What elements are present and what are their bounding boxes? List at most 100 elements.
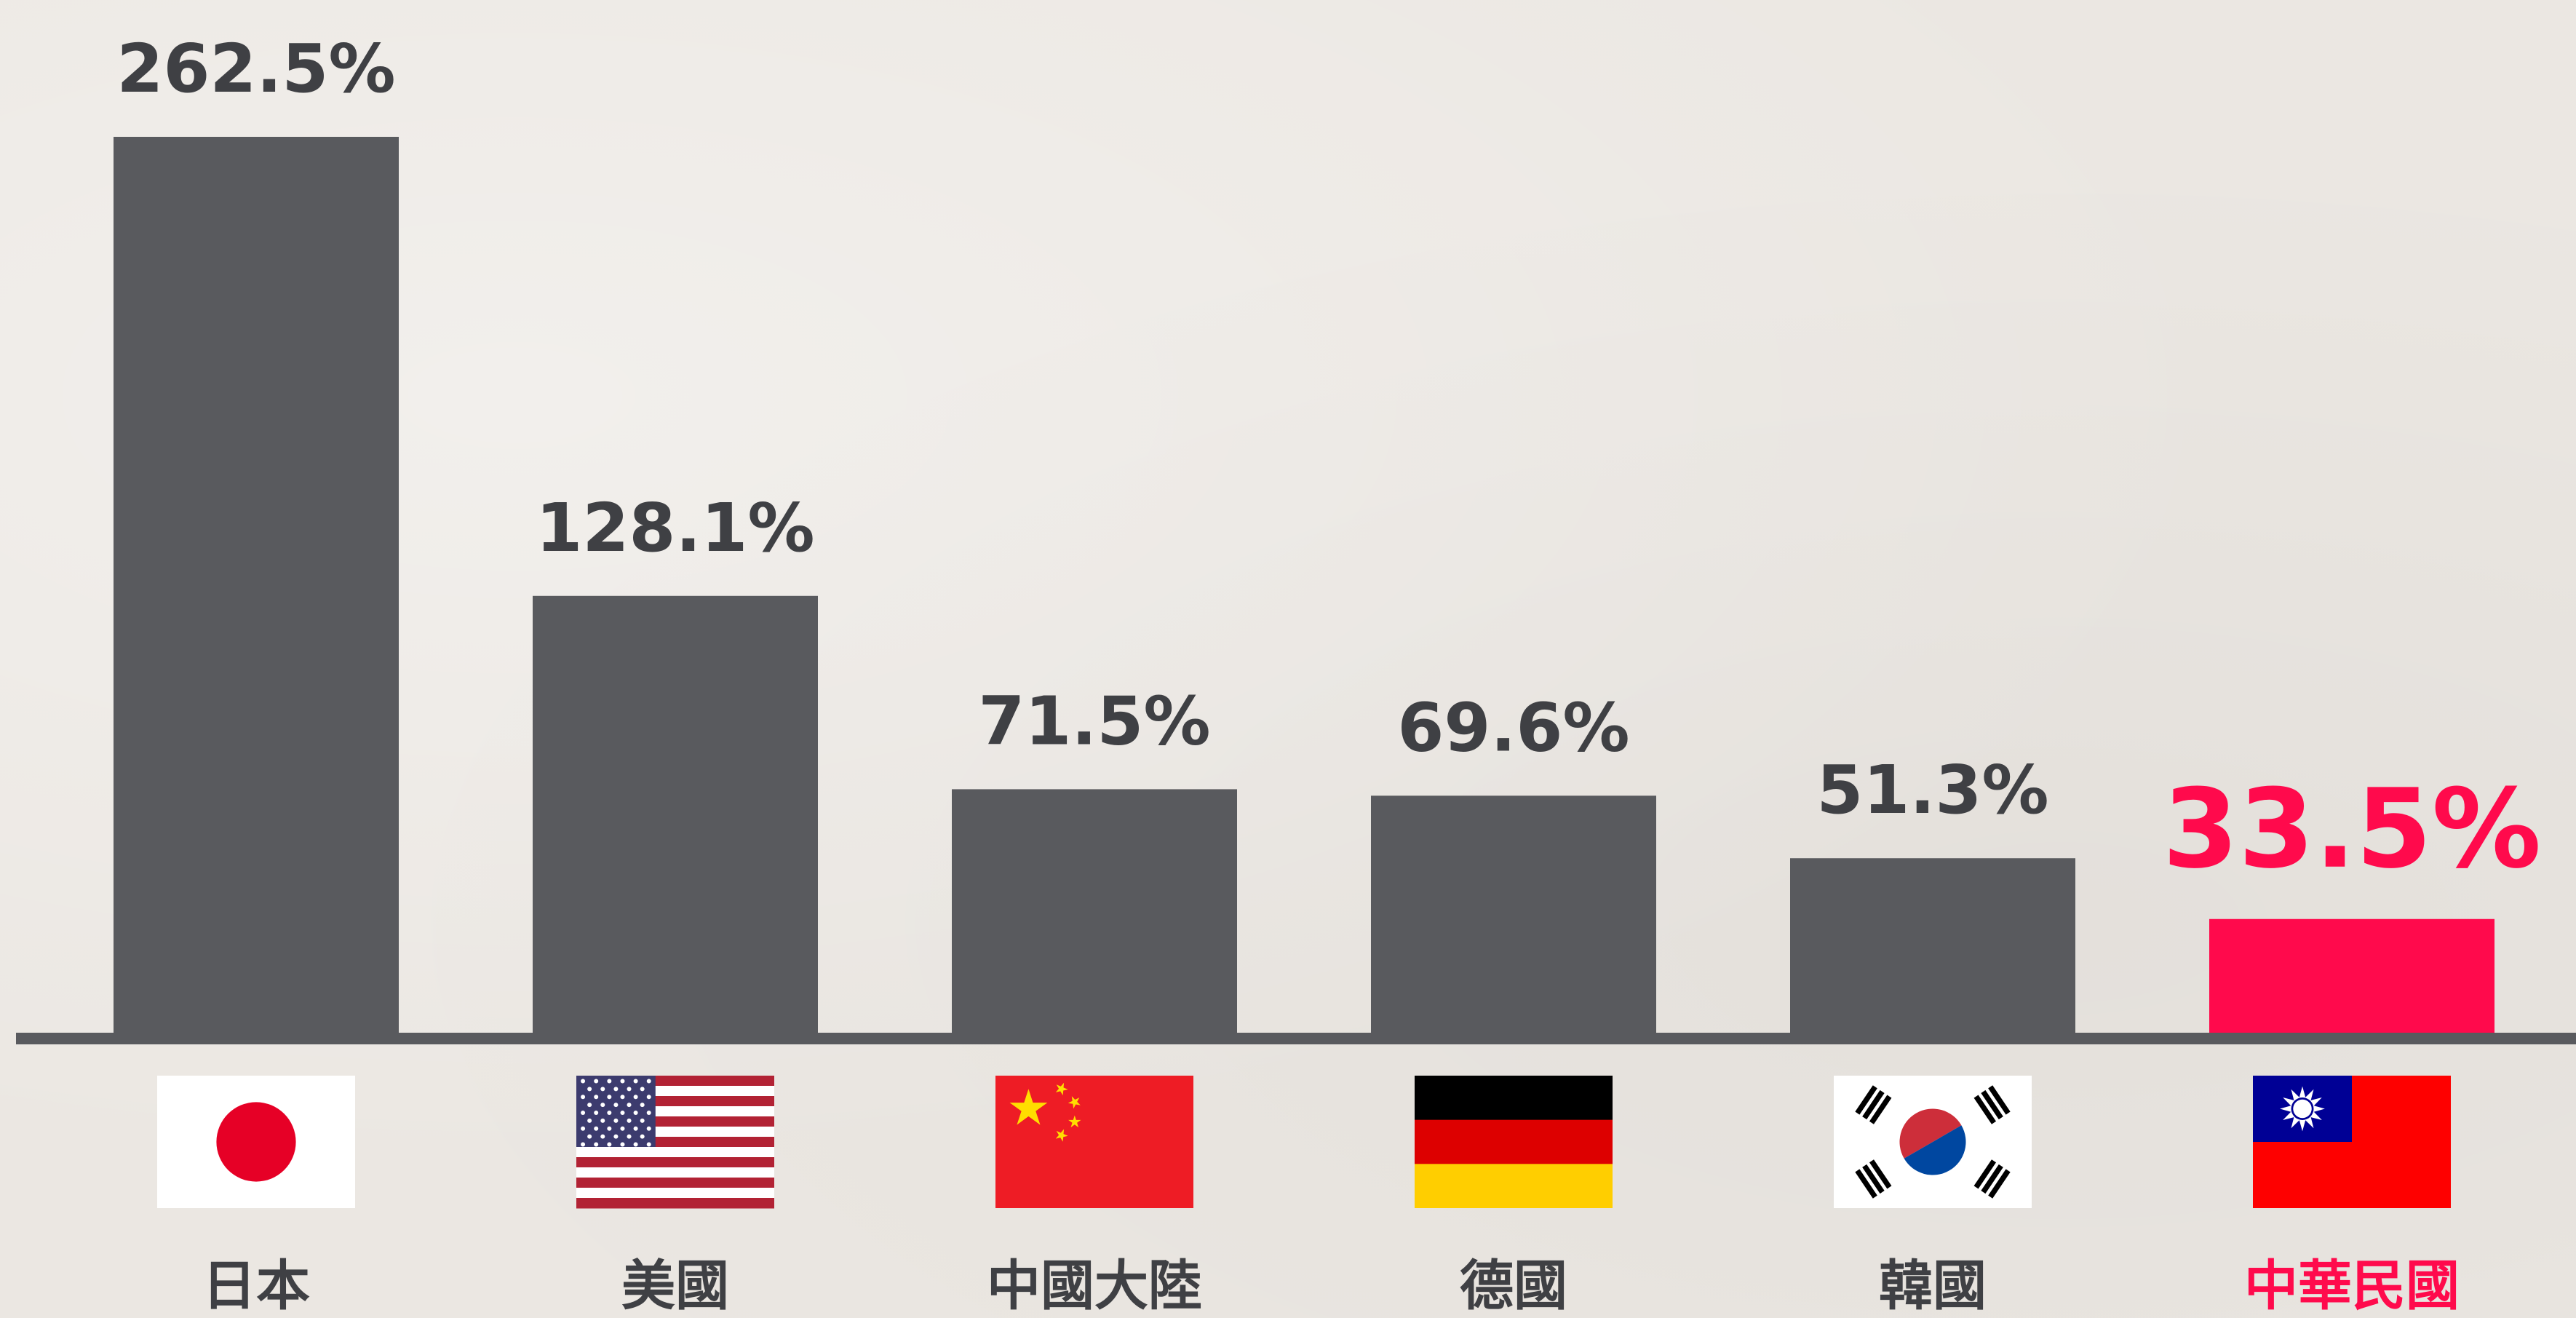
value-label-5: 33.5% [2163, 766, 2541, 893]
flag-star [594, 1095, 599, 1100]
flag-star [613, 1134, 619, 1139]
flag-star [613, 1118, 619, 1123]
flag-star [607, 1095, 612, 1100]
category-label-3: 德國 [1460, 1255, 1567, 1317]
flag-star [620, 1111, 625, 1115]
value-label-2: 71.5% [978, 682, 1210, 760]
flag-star [646, 1095, 651, 1100]
value-label-3: 69.6% [1397, 688, 1629, 766]
flag-trigram-bar [1862, 1089, 1885, 1120]
flag-stripe [576, 1188, 774, 1199]
flag-star [607, 1111, 612, 1115]
flag-band [1415, 1119, 1613, 1165]
flag-star [594, 1142, 599, 1147]
flag-trigram-bar [1869, 1159, 1892, 1189]
germany-flag [1415, 1076, 1613, 1208]
flag-star [1068, 1115, 1081, 1128]
flag-sun-disc [2293, 1099, 2312, 1119]
flag-star [607, 1126, 612, 1131]
flag-band [1415, 1164, 1613, 1208]
flag-star [1068, 1096, 1081, 1109]
roc-flag [2253, 1076, 2451, 1208]
flag-trigram [1855, 1085, 1892, 1124]
flag-trigram-bar [1855, 1085, 1877, 1115]
flag-star [581, 1079, 586, 1084]
flag-trigram-bar [1981, 1164, 2003, 1194]
flag-star [640, 1118, 645, 1123]
bar-1 [533, 595, 818, 1039]
flag-star [600, 1103, 605, 1108]
flag-star [581, 1126, 586, 1131]
bar-4 [1790, 858, 2075, 1039]
flag-star [594, 1111, 599, 1115]
category-labels: 日本美國中國大陸德國韓國中華民國 [202, 1255, 2460, 1317]
flag-trigram-bar [1973, 1159, 1997, 1189]
flag-star [620, 1079, 625, 1084]
bar-0 [114, 137, 399, 1039]
flag-star [1009, 1089, 1048, 1125]
flag-star [633, 1111, 638, 1115]
bar-2 [952, 789, 1237, 1039]
flag-stripe [576, 1198, 774, 1209]
flag-star [607, 1142, 612, 1147]
flag-star [627, 1087, 632, 1092]
flag-star [646, 1126, 651, 1131]
flag-star [633, 1079, 638, 1084]
flag-star [620, 1126, 625, 1131]
value-label-0: 262.5% [116, 30, 395, 108]
flag-star [581, 1142, 586, 1147]
flag-field [995, 1076, 1193, 1208]
category-label-0: 日本 [202, 1255, 310, 1317]
bar-5 [2209, 918, 2494, 1039]
bar-3 [1371, 795, 1656, 1039]
flag-star [594, 1079, 599, 1084]
bars [114, 137, 2494, 1039]
flag-star [627, 1118, 632, 1123]
flag-star [633, 1142, 638, 1147]
flag-star [613, 1103, 619, 1108]
flag-star [620, 1095, 625, 1100]
flag-band [1415, 1076, 1613, 1121]
korea-flag [1834, 1076, 2032, 1208]
flag-star [607, 1079, 612, 1084]
flag-trigram-bar [1862, 1164, 1885, 1194]
flag-star [587, 1118, 592, 1123]
flag-star [1055, 1082, 1068, 1096]
flag-star [646, 1111, 651, 1115]
flag-trigram-bar [1988, 1085, 2011, 1115]
flag-star [640, 1087, 645, 1092]
flag-star [633, 1095, 638, 1100]
flag-trigram [1973, 1159, 2011, 1199]
value-label-1: 128.1% [536, 489, 814, 567]
flag-trigram-bar [1981, 1089, 2003, 1120]
flag-stripe [576, 1167, 774, 1178]
flag-taeguk-blue [1904, 1125, 1966, 1175]
flag-trigram [1855, 1159, 1892, 1199]
value-labels: 262.5% 128.1% 71.5% 69.6% 51.3% 33.5% [116, 30, 2541, 893]
flag-star [646, 1079, 651, 1084]
flag-star [627, 1103, 632, 1108]
category-label-2: 中國大陸 [987, 1255, 1202, 1317]
usa-flag [576, 1076, 774, 1209]
flags [157, 1076, 2451, 1209]
flag-star [594, 1126, 599, 1131]
value-label-4: 51.3% [1816, 751, 2048, 829]
flag-stripe [576, 1178, 774, 1188]
flag-star [1055, 1129, 1068, 1142]
flag-stripe [576, 1147, 774, 1158]
category-label-4: 韓國 [1879, 1255, 1987, 1317]
flag-star [640, 1103, 645, 1108]
flag-star [581, 1111, 586, 1115]
flag-star [587, 1103, 592, 1108]
flag-star [587, 1087, 592, 1092]
flag-star [620, 1142, 625, 1147]
japan-flag [157, 1076, 355, 1208]
flag-star [587, 1134, 592, 1139]
category-label-1: 美國 [621, 1255, 729, 1317]
flag-star [600, 1134, 605, 1139]
flag-star [640, 1134, 645, 1139]
flag-taeguk-red [1899, 1108, 1962, 1159]
flag-star [613, 1087, 619, 1092]
